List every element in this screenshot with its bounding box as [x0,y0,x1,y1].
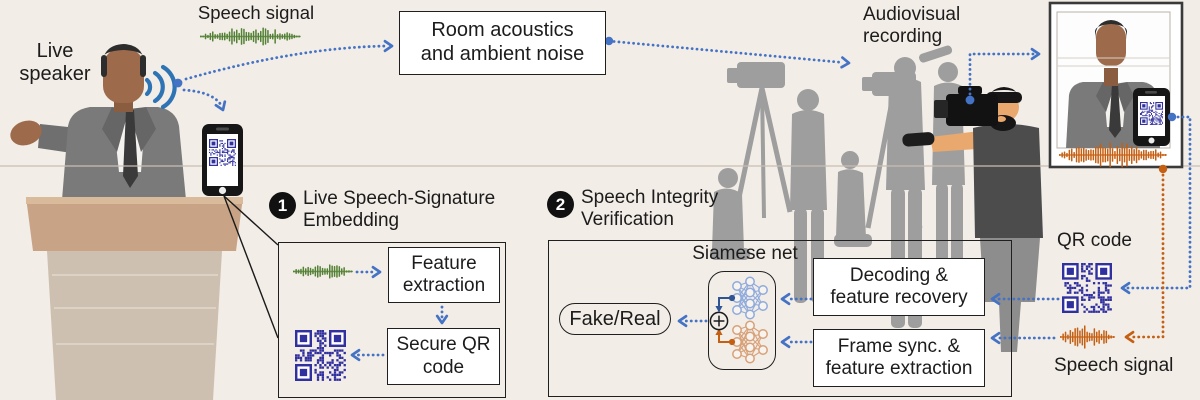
sound-waves-icon [144,64,177,110]
room-acoustics-box: Room acoustics and ambient noise [399,11,606,75]
fake-real-result: Fake/Real [559,303,671,335]
live-speaker-illustration [10,44,186,200]
siamese-net-outline [708,271,776,370]
step2-outline [548,240,1012,397]
decoding-feature-recovery-box: Decoding & feature recovery [813,258,985,316]
framed-recording [1048,1,1184,169]
podium [26,197,243,400]
siamese-network-orange-icon [732,320,768,364]
speech-waveform-received-icon [1060,325,1116,349]
qr-code-on-phone-icon [209,139,236,166]
siamese-network-blue-icon [732,276,768,320]
sum-node-icon [709,294,736,346]
step2-badge: 2 [547,191,574,218]
live-speaker-label: Live speaker [19,40,91,86]
arrowhead-icons [214,39,1135,362]
qr-code-label: QR code [1057,230,1132,251]
phone-in-recording [1133,88,1170,146]
frame-sync-feature-extraction-box: Frame sync. & feature extraction [813,329,985,387]
speech-signal-received-label: Speech signal [1054,355,1174,376]
secure-qr-code-icon [295,330,346,381]
siamese-net-label: Siamese net [692,243,798,264]
speech-waveform-step1-icon [293,264,353,279]
feature-extraction-box: Feature extraction [388,247,500,303]
recorded-waveform-icon [1059,142,1167,168]
step2-title: Speech Integrity Verification [581,187,719,231]
received-qr-code-icon [1062,263,1112,313]
step1-title: Live Speech-Signature Embedding [303,188,496,232]
phone-live [202,124,243,196]
cameraman [902,86,1043,352]
qr-code-in-recording-icon [1140,102,1163,125]
callout-lines [223,195,279,339]
audiovisual-recording-label: Audiovisual recording [863,4,961,48]
step1-badge: 1 [269,192,296,219]
step1-outline [278,242,506,398]
speech-signal-top-label: Speech signal [197,2,315,23]
speech-waveform-top-icon [200,27,301,46]
dotted-connectors [173,36,1192,362]
secure-qr-code-box: Secure QR code [387,328,500,385]
connector-origin-dot [173,78,183,88]
tripod-camera-icon [727,62,793,219]
